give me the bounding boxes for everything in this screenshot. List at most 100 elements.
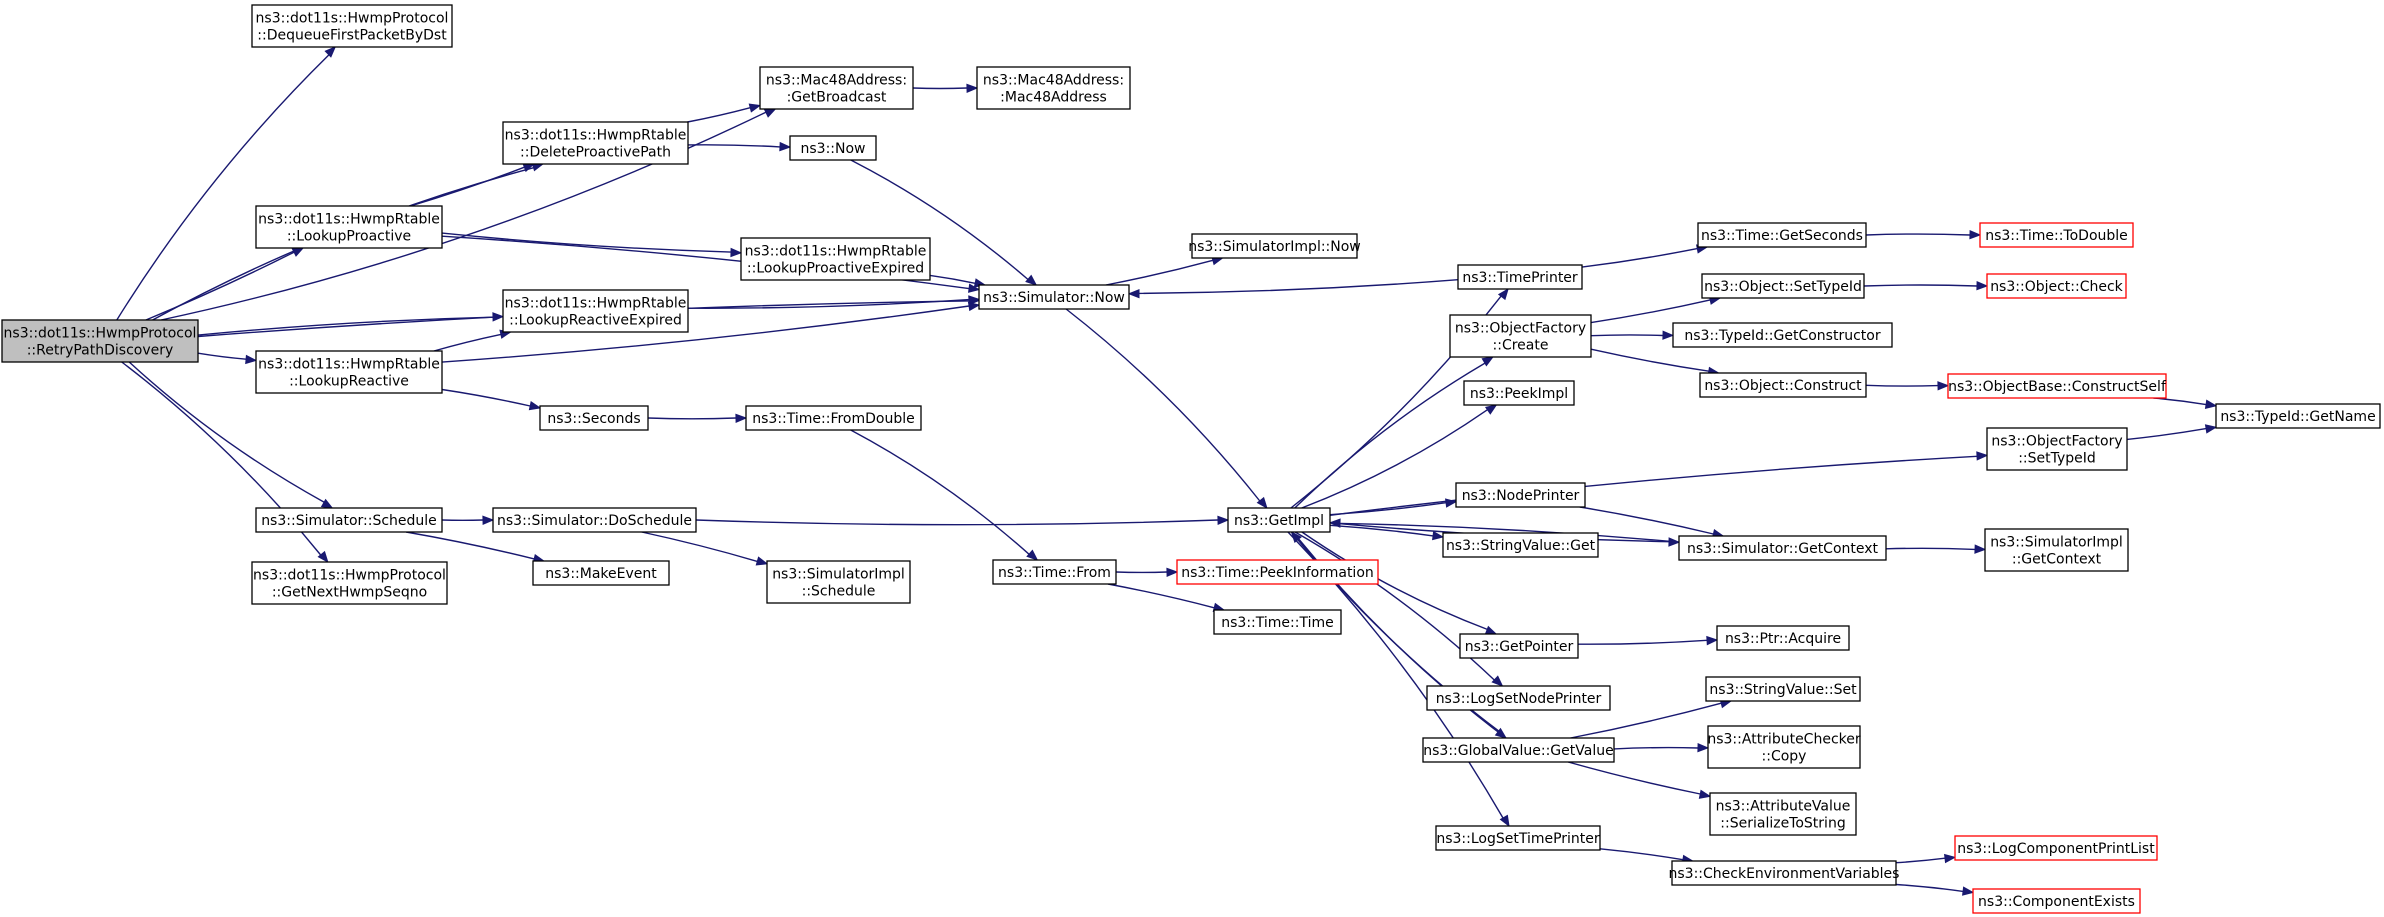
node-acc[interactable]: ns3::AttributeChecker::Copy bbox=[1707, 725, 1861, 769]
node-gi[interactable]: ns3::GetImpl bbox=[1227, 507, 1331, 533]
node-box[interactable] bbox=[2215, 403, 2381, 429]
node-ofst[interactable]: ns3::ObjectFactory::SetTypeId bbox=[1986, 427, 2128, 471]
node-sigc[interactable]: ns3::SimulatorImpl::GetContext bbox=[1984, 528, 2129, 572]
node-tt[interactable]: ns3::Time::Time bbox=[1213, 609, 1342, 635]
node-tign[interactable]: ns3::TypeId::GetName bbox=[2215, 403, 2381, 429]
node-gp[interactable]: ns3::GetPointer bbox=[1459, 633, 1579, 659]
node-osti[interactable]: ns3::Object::SetTypeId bbox=[1701, 273, 1865, 299]
node-box[interactable] bbox=[1449, 314, 1592, 358]
node-box[interactable] bbox=[1678, 535, 1887, 561]
node-box[interactable] bbox=[1213, 609, 1342, 635]
node-box[interactable] bbox=[1457, 264, 1583, 290]
node-box[interactable] bbox=[1716, 625, 1850, 651]
node-sds[interactable]: ns3::Simulator::DoSchedule bbox=[492, 507, 697, 533]
node-box[interactable] bbox=[1463, 380, 1575, 406]
node-ss[interactable]: ns3::Simulator::Schedule bbox=[255, 507, 443, 533]
node-box[interactable] bbox=[1709, 792, 1857, 836]
node-tf[interactable]: ns3::Time::From bbox=[992, 559, 1117, 585]
node-box[interactable] bbox=[532, 560, 670, 586]
node-cev[interactable]: ns3::CheckEnvironmentVariables bbox=[1669, 860, 1900, 886]
node-box[interactable] bbox=[492, 507, 697, 533]
node-tigc[interactable]: ns3::TypeId::GetConstructor bbox=[1672, 322, 1893, 348]
node-lr[interactable]: ns3::dot11s::HwmpRtable::LookupReactive bbox=[255, 350, 443, 394]
node-box[interactable] bbox=[740, 237, 931, 281]
node-box[interactable] bbox=[502, 121, 689, 165]
node-sgc[interactable]: ns3::Simulator::GetContext bbox=[1678, 535, 1887, 561]
node-box[interactable] bbox=[789, 135, 877, 161]
node-box[interactable] bbox=[1707, 725, 1861, 769]
node-lp[interactable]: ns3::dot11s::HwmpRtable::LookupProactive bbox=[255, 205, 443, 249]
node-avs[interactable]: ns3::AttributeValue::SerializeToString bbox=[1709, 792, 1857, 836]
node-sis[interactable]: ns3::SimulatorImpl::Schedule bbox=[766, 560, 911, 604]
node-snow[interactable]: ns3::Simulator::Now bbox=[978, 284, 1130, 310]
node-lre[interactable]: ns3::dot11s::HwmpRtable::LookupReactiveE… bbox=[502, 289, 689, 333]
node-box[interactable] bbox=[766, 560, 911, 604]
node-ofc[interactable]: ns3::ObjectFactory::Create bbox=[1449, 314, 1592, 358]
node-box[interactable] bbox=[1972, 888, 2141, 914]
node-box[interactable] bbox=[255, 507, 443, 533]
node-box[interactable] bbox=[1697, 222, 1867, 248]
node-box[interactable] bbox=[759, 66, 914, 110]
node-box[interactable] bbox=[251, 561, 448, 605]
node-root[interactable]: ns3::dot11s::HwmpProtocol::RetryPathDisc… bbox=[1, 319, 199, 363]
node-lcpl[interactable]: ns3::LogComponentPrintList bbox=[1954, 835, 2158, 861]
node-box[interactable] bbox=[976, 66, 1131, 110]
node-gb[interactable]: ns3::Mac48Address::GetBroadcast bbox=[759, 66, 914, 110]
node-lstp[interactable]: ns3::LogSetTimePrinter bbox=[1435, 825, 1601, 851]
node-ttd[interactable]: ns3::Time::ToDouble bbox=[1979, 222, 2134, 248]
node-box[interactable] bbox=[255, 205, 443, 249]
node-tpi[interactable]: ns3::Time::PeekInformation bbox=[1176, 559, 1379, 585]
node-mac[interactable]: ns3::Mac48Address::Mac48Address bbox=[976, 66, 1131, 110]
node-box[interactable] bbox=[1426, 685, 1611, 711]
node-box[interactable] bbox=[1176, 559, 1379, 585]
node-box[interactable] bbox=[1191, 233, 1358, 259]
node-box[interactable] bbox=[1984, 528, 2129, 572]
node-np[interactable]: ns3::NodePrinter bbox=[1455, 482, 1586, 508]
node-box[interactable] bbox=[1227, 507, 1331, 533]
node-sin[interactable]: ns3::SimulatorImpl::Now bbox=[1188, 233, 1361, 259]
node-box[interactable] bbox=[1671, 860, 1897, 886]
node-pa[interactable]: ns3::Ptr::Acquire bbox=[1716, 625, 1850, 651]
node-gnh[interactable]: ns3::dot11s::HwmpProtocol::GetNextHwmpSe… bbox=[251, 561, 448, 605]
node-box[interactable] bbox=[1672, 322, 1893, 348]
node-box[interactable] bbox=[1954, 835, 2158, 861]
node-me[interactable]: ns3::MakeEvent bbox=[532, 560, 670, 586]
node-box[interactable] bbox=[1979, 222, 2134, 248]
node-tgs[interactable]: ns3::Time::GetSeconds bbox=[1697, 222, 1867, 248]
node-box[interactable] bbox=[502, 289, 689, 333]
node-gvg[interactable]: ns3::GlobalValue::GetValue bbox=[1422, 737, 1615, 763]
node-box[interactable] bbox=[1986, 427, 2128, 471]
node-box[interactable] bbox=[1, 319, 199, 363]
node-oc[interactable]: ns3::Object::Construct bbox=[1699, 372, 1867, 398]
node-box[interactable] bbox=[1705, 676, 1861, 702]
node-sec[interactable]: ns3::Seconds bbox=[539, 405, 649, 431]
node-svs[interactable]: ns3::StringValue::Set bbox=[1705, 676, 1861, 702]
node-box[interactable] bbox=[745, 405, 922, 431]
node-och[interactable]: ns3::Object::Check bbox=[1986, 273, 2127, 299]
node-pi[interactable]: ns3::PeekImpl bbox=[1463, 380, 1575, 406]
node-lpe[interactable]: ns3::dot11s::HwmpRtable::LookupProactive… bbox=[740, 237, 931, 281]
node-box[interactable] bbox=[251, 4, 453, 48]
node-box[interactable] bbox=[1455, 482, 1586, 508]
node-box[interactable] bbox=[1442, 532, 1599, 558]
node-box[interactable] bbox=[539, 405, 649, 431]
node-svg[interactable]: ns3::StringValue::Get bbox=[1442, 532, 1599, 558]
node-box[interactable] bbox=[992, 559, 1117, 585]
node-tfd[interactable]: ns3::Time::FromDouble bbox=[745, 405, 922, 431]
node-tp[interactable]: ns3::TimePrinter bbox=[1457, 264, 1583, 290]
node-box[interactable] bbox=[1435, 825, 1601, 851]
node-box[interactable] bbox=[1699, 372, 1867, 398]
node-obcs[interactable]: ns3::ObjectBase::ConstructSelf bbox=[1947, 373, 2167, 399]
node-now[interactable]: ns3::Now bbox=[789, 135, 877, 161]
node-dqfp[interactable]: ns3::dot11s::HwmpProtocol::DequeueFirstP… bbox=[251, 4, 453, 48]
node-box[interactable] bbox=[1947, 373, 2167, 399]
node-box[interactable] bbox=[1986, 273, 2127, 299]
node-ce[interactable]: ns3::ComponentExists bbox=[1972, 888, 2141, 914]
node-box[interactable] bbox=[1459, 633, 1579, 659]
node-box[interactable] bbox=[255, 350, 443, 394]
node-box[interactable] bbox=[978, 284, 1130, 310]
node-box[interactable] bbox=[1701, 273, 1865, 299]
node-lsnp[interactable]: ns3::LogSetNodePrinter bbox=[1426, 685, 1611, 711]
node-dpp[interactable]: ns3::dot11s::HwmpRtable::DeleteProactive… bbox=[502, 121, 689, 165]
node-box[interactable] bbox=[1422, 737, 1615, 763]
